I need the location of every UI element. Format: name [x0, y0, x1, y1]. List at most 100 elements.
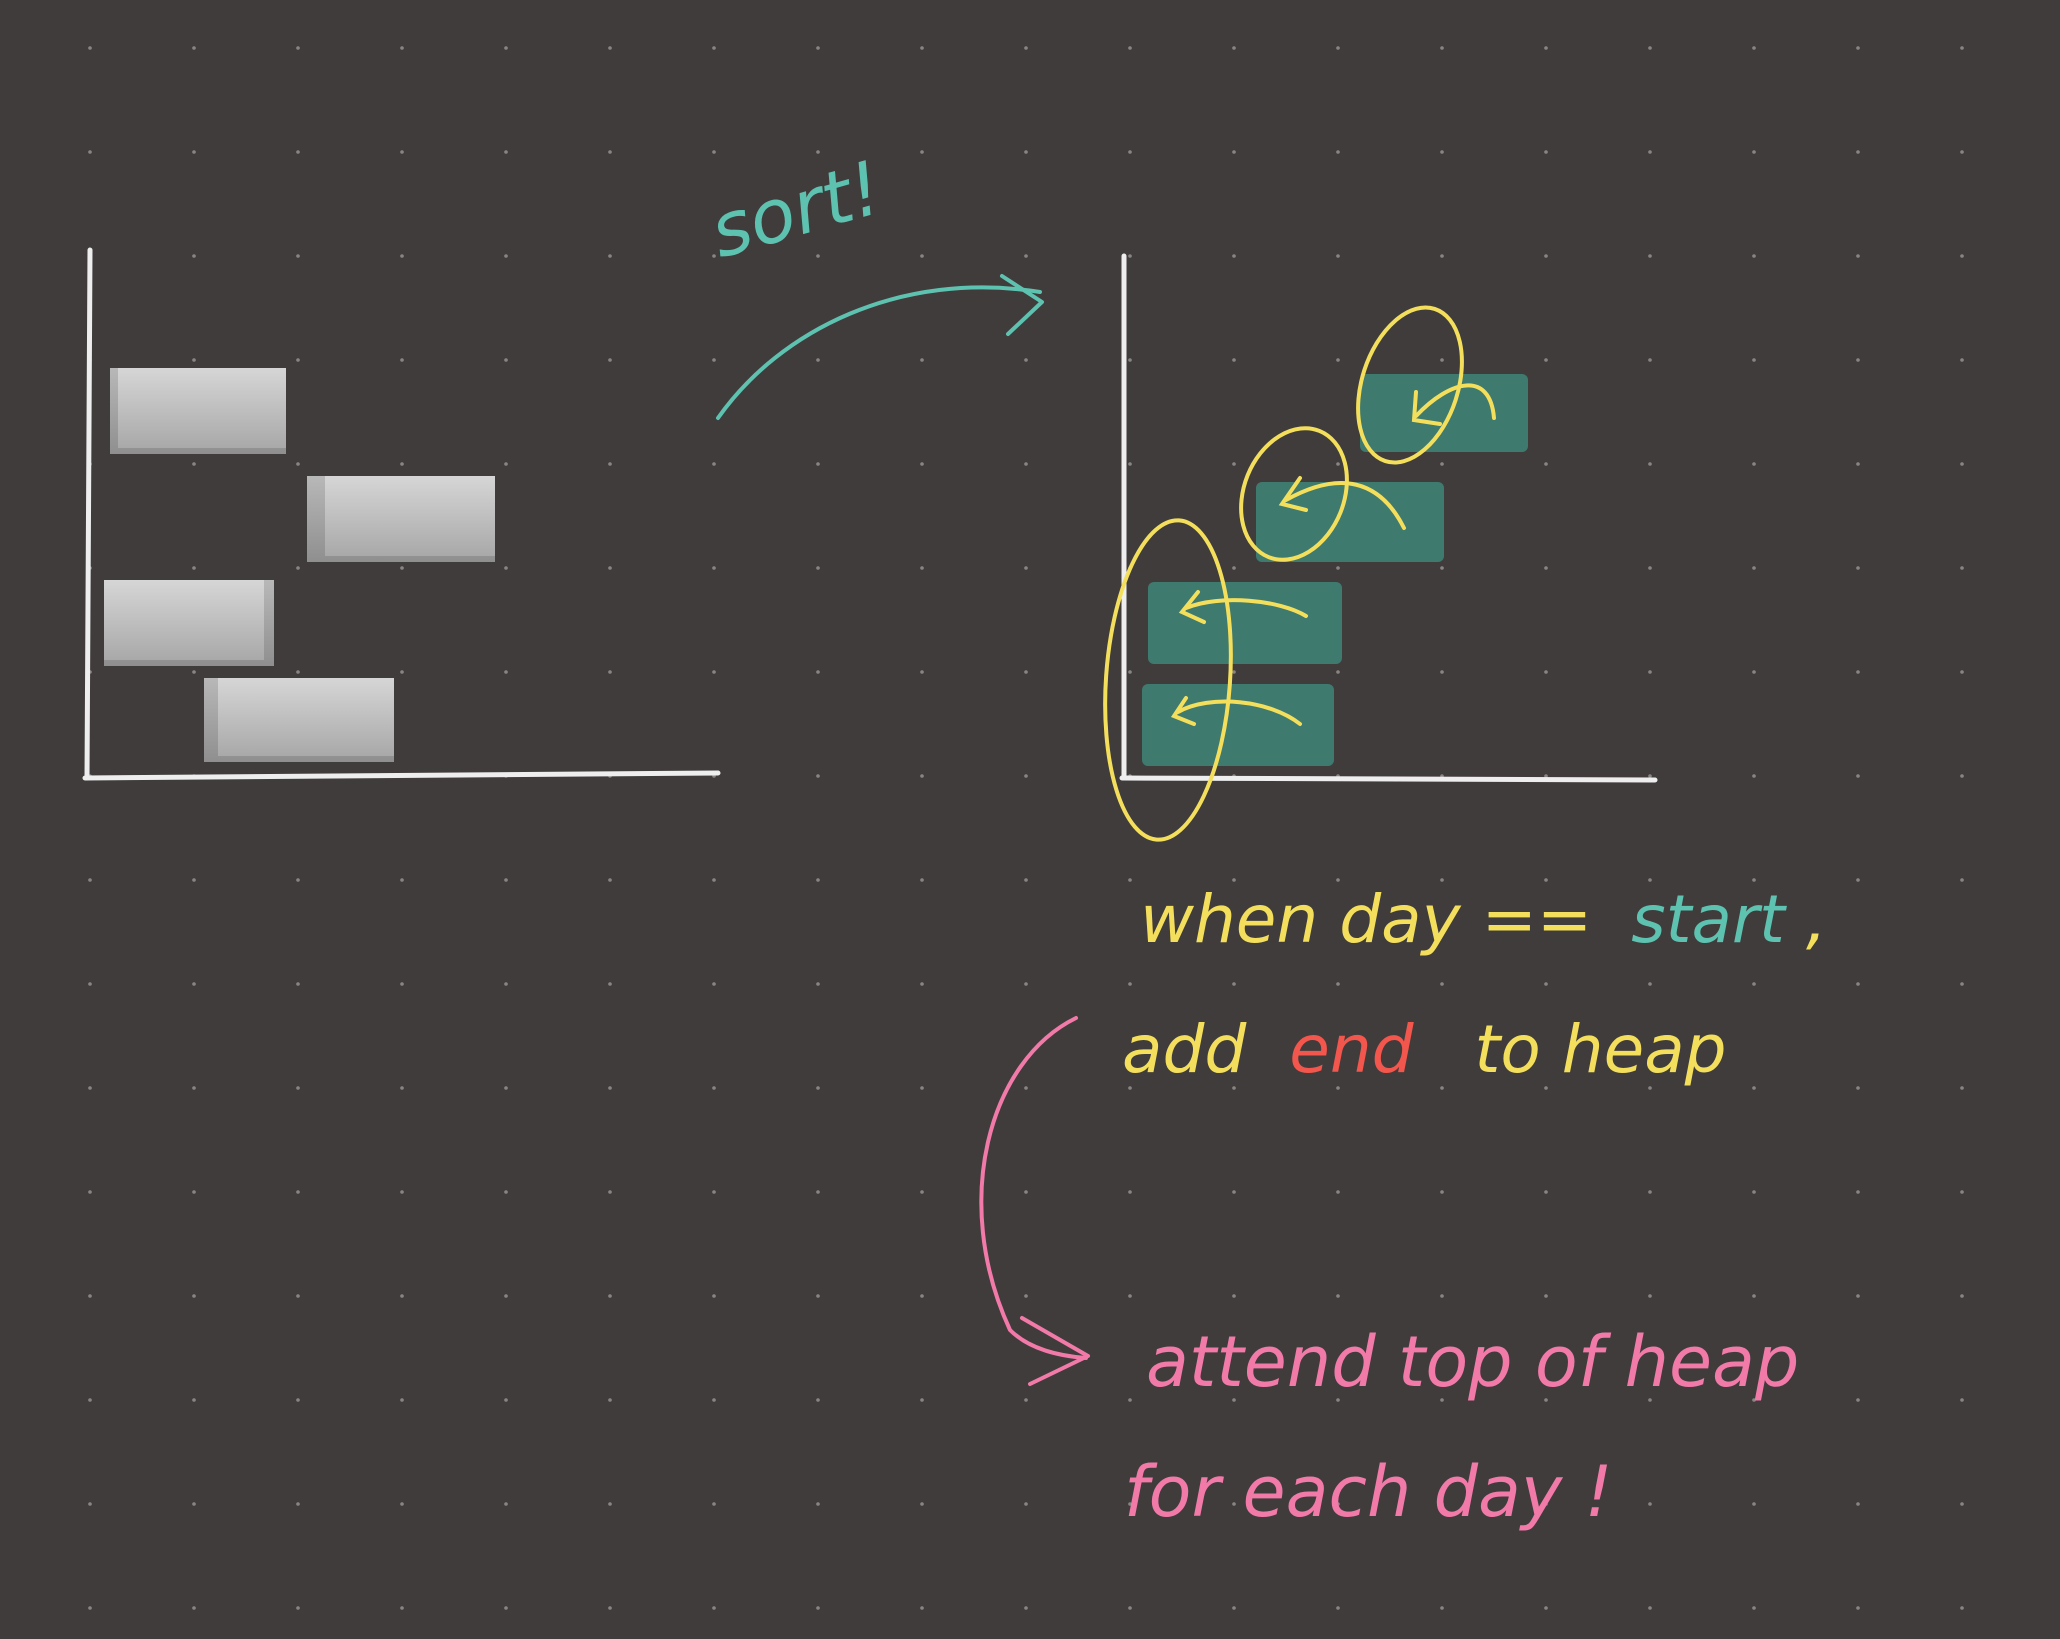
grid-dot	[608, 46, 612, 50]
grid-dot	[1024, 566, 1028, 570]
grid-dot	[1440, 254, 1444, 258]
left-x-axis	[82, 770, 721, 781]
grid-dot	[1648, 358, 1652, 362]
sort-label: sort!	[701, 145, 891, 275]
sorted-intervals-diagram	[1103, 253, 1658, 842]
grid-dot	[816, 670, 820, 674]
grid-dot	[192, 358, 196, 362]
arrowhead	[1020, 1316, 1090, 1386]
grid-dot	[1440, 1398, 1444, 1402]
grid-dot	[1128, 1502, 1132, 1506]
grid-dot	[1024, 1086, 1028, 1090]
grid-dot	[920, 1294, 924, 1298]
grid-dot	[1752, 774, 1756, 778]
grid-dot	[712, 1398, 716, 1402]
grid-dot	[400, 1398, 404, 1402]
interval-bar	[104, 580, 274, 666]
grid-dot	[504, 878, 508, 882]
grid-dot	[1024, 462, 1028, 466]
grid-dot	[920, 566, 924, 570]
grid-dot	[1544, 566, 1548, 570]
grid-dot	[504, 358, 508, 362]
start-text: start	[1631, 881, 1787, 958]
arrowhead	[1278, 476, 1308, 512]
grid-dot	[192, 670, 196, 674]
grid-dot	[1960, 150, 1964, 154]
grid-dot	[1648, 1502, 1652, 1506]
grid-dot	[296, 1398, 300, 1402]
grid-dot	[88, 1294, 92, 1298]
grid-dot	[1856, 1086, 1860, 1090]
sorted-interval-bar	[1360, 374, 1528, 452]
grid-dot	[1856, 254, 1860, 258]
grid-dot	[1544, 1502, 1548, 1506]
grid-dot	[1544, 462, 1548, 466]
grid-dot	[1856, 1502, 1860, 1506]
grid-dot	[608, 982, 612, 986]
grid-dot	[816, 566, 820, 570]
grid-dot	[1336, 1190, 1340, 1194]
grid-dot	[400, 670, 404, 674]
grid-dot	[1856, 982, 1860, 986]
grid-dot	[296, 150, 300, 154]
grid-dot	[920, 878, 924, 882]
grid-dot	[1544, 1398, 1548, 1402]
grid-dot	[816, 774, 820, 778]
grid-dot	[504, 670, 508, 674]
grid-dot	[608, 254, 612, 258]
grid-dot	[192, 462, 196, 466]
grid-dot	[1544, 254, 1548, 258]
grid-dot	[920, 982, 924, 986]
grid-dot	[1336, 1398, 1340, 1402]
grid-dot	[192, 1294, 196, 1298]
grid-dot	[1440, 566, 1444, 570]
grid-dot	[1648, 462, 1652, 466]
grid-dot	[712, 150, 716, 154]
left-y-axis	[84, 247, 93, 781]
grid-dot	[1336, 1502, 1340, 1506]
grid-dot	[608, 566, 612, 570]
grid-dot	[192, 1398, 196, 1402]
grid-dot	[88, 1190, 92, 1194]
grid-dot	[1440, 462, 1444, 466]
grid-dot	[920, 1398, 924, 1402]
grid-dot	[88, 150, 92, 154]
grid-dot	[1752, 878, 1756, 882]
grid-dot	[1024, 150, 1028, 154]
grid-dot	[296, 46, 300, 50]
grid-dot	[1128, 150, 1132, 154]
grid-dot	[1128, 254, 1132, 258]
grid-dot	[1024, 982, 1028, 986]
grid-dot	[1232, 566, 1236, 570]
grid-dot	[608, 1294, 612, 1298]
comma-text: ,	[1806, 881, 1827, 958]
grid-dot	[296, 358, 300, 362]
grid-dot	[1128, 1190, 1132, 1194]
grid-dot	[1440, 150, 1444, 154]
grid-dot	[1544, 1606, 1548, 1610]
grid-dot	[192, 878, 196, 882]
grid-dot	[1648, 1294, 1652, 1298]
grid-dot	[1960, 462, 1964, 466]
grid-dot	[608, 878, 612, 882]
grid-dot	[1752, 670, 1756, 674]
grid-dot	[1232, 46, 1236, 50]
grid-dot	[1960, 254, 1964, 258]
grid-dot	[1024, 878, 1028, 882]
pull-arrow-icon	[1176, 699, 1302, 726]
grid-dot	[1128, 1294, 1132, 1298]
grid-dot	[1024, 1398, 1028, 1402]
sort-transition: sort!	[701, 145, 1044, 420]
grid-dot	[1232, 358, 1236, 362]
right-x-axis	[1119, 775, 1658, 783]
unsorted-intervals-diagram	[82, 247, 721, 781]
arrowhead	[1178, 590, 1206, 624]
grid-dot	[1544, 1086, 1548, 1090]
grid-dot	[1440, 1294, 1444, 1298]
grid-dot	[1024, 46, 1028, 50]
grid-dot	[1752, 566, 1756, 570]
grid-dot	[400, 150, 404, 154]
pull-arrow-icon	[1414, 383, 1496, 420]
grid-dot	[504, 982, 508, 986]
